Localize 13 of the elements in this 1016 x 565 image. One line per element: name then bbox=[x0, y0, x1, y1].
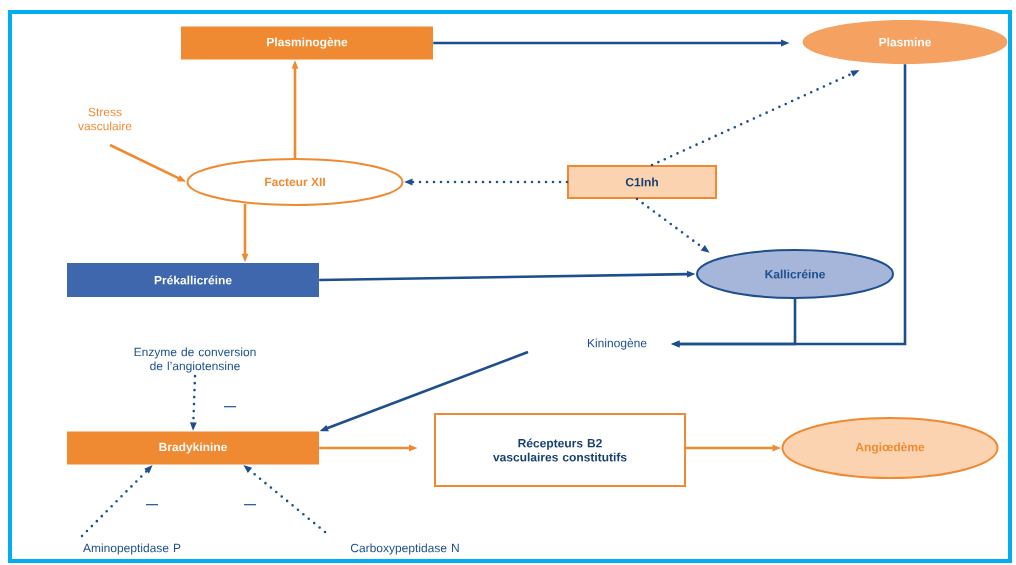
process-box: Bradykinine bbox=[67, 431, 319, 465]
process-box: Plasminogène bbox=[181, 26, 433, 60]
substrate-text: Kininogène bbox=[587, 338, 647, 350]
enzyme-text: Enzyme de conversion de l’angiotensine bbox=[134, 347, 256, 373]
process-box: Prékallicréine bbox=[67, 263, 319, 297]
inhibitor-box: C1Inh bbox=[567, 165, 717, 199]
stimulus-text: Stress vasculaire bbox=[78, 107, 132, 131]
inhibition-sign: — bbox=[146, 504, 158, 506]
inhibition-sign: — bbox=[224, 406, 236, 408]
enzyme-text: Carboxypeptidase N bbox=[350, 543, 459, 555]
inhibition-sign: — bbox=[244, 504, 256, 506]
enzyme-text: Aminopeptidase P bbox=[83, 543, 181, 555]
receptor-box: Récepteurs B2 vasculaires constitutifs bbox=[434, 413, 686, 487]
